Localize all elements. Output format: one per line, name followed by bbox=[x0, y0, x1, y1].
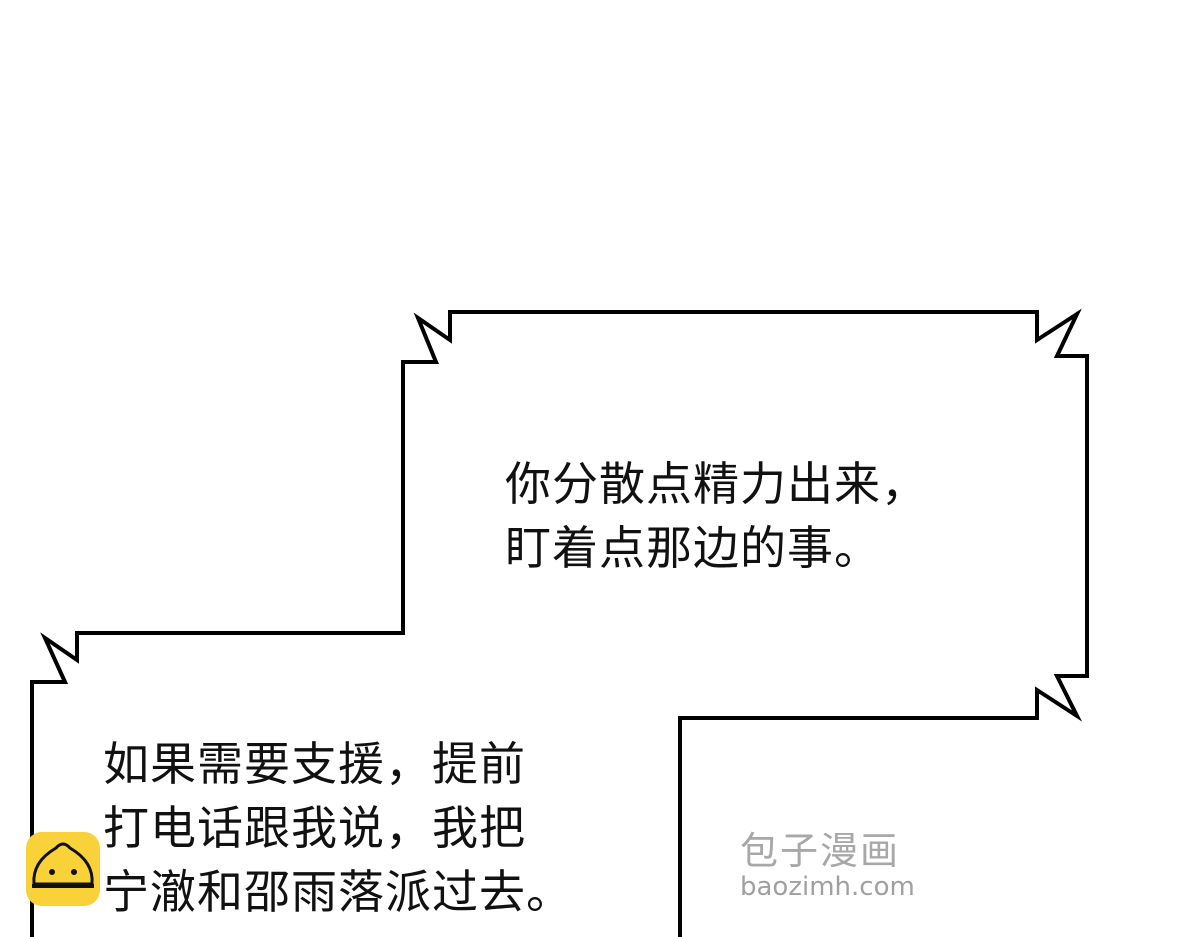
speech-line: 盯着点那边的事。 bbox=[505, 521, 881, 575]
watermark-name: 包子漫画 bbox=[740, 829, 901, 873]
speech-text-bottom: 如果需要支援，提前 打电话跟我说，我把 宁澈和邵雨落派过去。 bbox=[103, 732, 573, 924]
speech-line: 宁澈和邵雨落派过去。 bbox=[103, 865, 573, 919]
speech-text-top: 你分散点精力出来， 盯着点那边的事。 bbox=[505, 452, 928, 580]
steamed-bun-logo-icon bbox=[26, 832, 100, 906]
watermark-url: baozimh.com bbox=[740, 872, 915, 902]
speech-line: 打电话跟我说，我把 bbox=[103, 801, 526, 855]
speech-line: 你分散点精力出来， bbox=[505, 457, 928, 511]
speech-line: 如果需要支援，提前 bbox=[103, 737, 526, 791]
